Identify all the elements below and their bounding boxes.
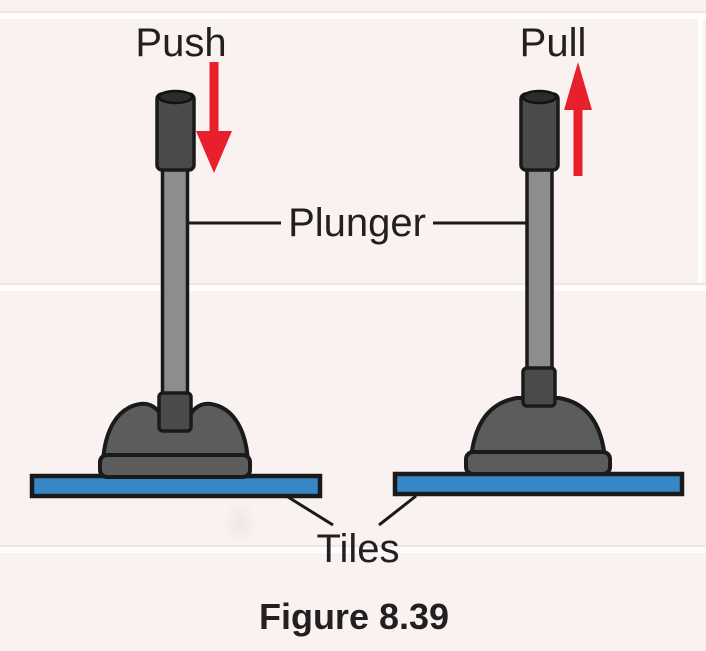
left-plunger-collar [157, 391, 193, 433]
figure-caption: Figure 8.39 [258, 596, 450, 637]
left-plunger [98, 89, 252, 479]
tiles-pointer-line-left [287, 495, 334, 527]
right-tile [392, 471, 685, 497]
right-plunger-handle-cap [521, 89, 558, 105]
tiles-pointer-line-right [378, 494, 417, 527]
right-plunger-cup [468, 396, 608, 461]
wall-panel-seam [698, 13, 703, 283]
left-plunger-handle [155, 92, 196, 172]
plunger-label: Plunger [288, 201, 426, 245]
wall-smudge [222, 500, 258, 544]
right-plunger-rim [464, 450, 612, 476]
wall-panel-line [0, 283, 706, 291]
down-arrow-head [196, 131, 232, 173]
right-plunger [464, 89, 612, 476]
push-label: Push [135, 21, 227, 65]
left-plunger-handle-cap [157, 89, 194, 105]
left-plunger-rim [98, 453, 252, 479]
wall-panel-line [0, 11, 706, 19]
right-plunger-collar [521, 366, 557, 408]
left-plunger-stick [160, 158, 190, 412]
right-plunger-stick [525, 158, 554, 387]
tiles-label: Tiles [316, 527, 400, 571]
wall-panel-line [0, 545, 706, 553]
right-plunger-handle [519, 92, 560, 172]
up-arrow-head [564, 62, 592, 110]
up-arrow-icon [564, 62, 592, 176]
down-arrow-icon [196, 62, 232, 173]
up-arrow-shaft [573, 108, 583, 176]
down-arrow-shaft [209, 62, 219, 133]
pull-label: Pull [519, 21, 587, 65]
